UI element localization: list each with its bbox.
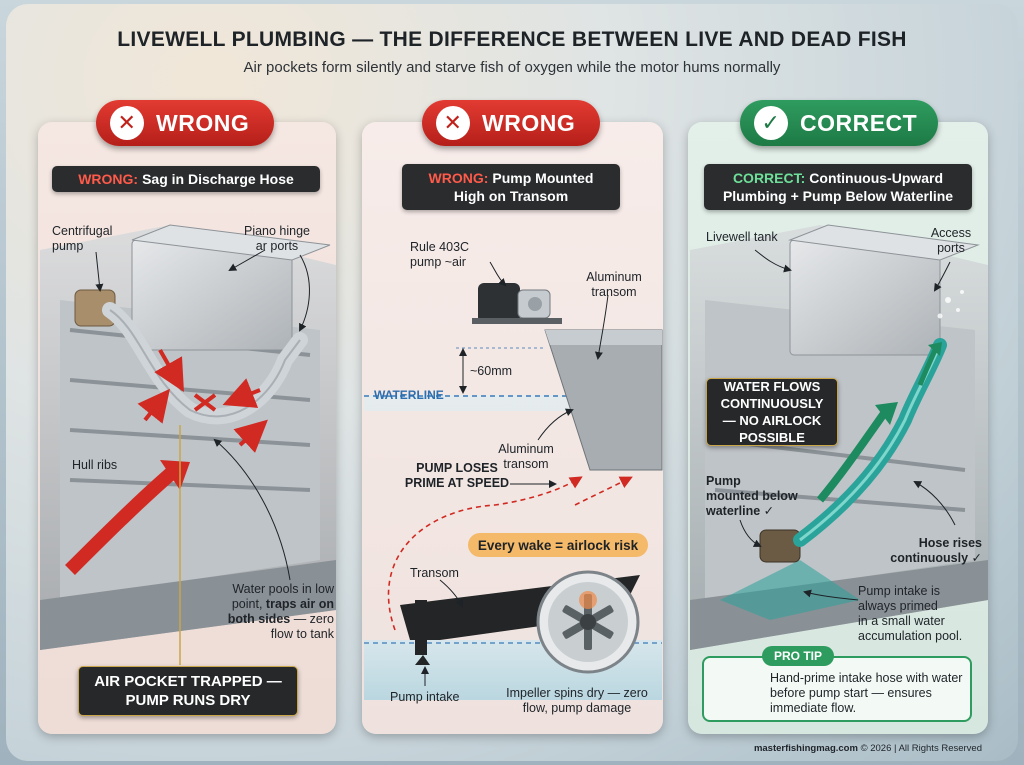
label-hose-rises: Hose rises continuously ✓ [890, 536, 982, 565]
page-subtitle: Air pockets form silently and starve fis… [243, 59, 781, 76]
label-access-ports: Access ports [930, 226, 972, 255]
wrong-badge-2-label: WRONG [482, 109, 576, 136]
wrong-badge-2: ✕ WRONG [422, 100, 600, 146]
label-piano-hinge: Piano hinge ar ports [243, 224, 311, 253]
wake-note: Every wake = airlock risk [468, 533, 648, 557]
label-rule-pump: Rule 403C pump ~air [410, 240, 470, 269]
panel3-boat-scene [690, 224, 988, 650]
check-icon: ✓ [754, 106, 788, 140]
correct-badge: ✓ CORRECT [740, 100, 938, 146]
wrong-badge-1: ✕ WRONG [96, 100, 274, 146]
label-livewell-tank: Livewell tank [706, 230, 778, 244]
panel2-header: WRONG:Pump Mounted High on Transom [402, 164, 620, 210]
panel2-transom-scene [364, 261, 663, 700]
label-loses-prime: PUMP LOSES PRIME AT SPEED [404, 461, 510, 490]
label-aluminum-transom-mid: Aluminum transom [498, 442, 554, 471]
pro-tip-title: PRO TIP [762, 646, 834, 666]
pro-tip-text: Hand-prime intake hose with water before… [770, 671, 963, 715]
panel3-header: CORRECT:Continuous-Upward Plumbing + Pum… [704, 164, 972, 210]
label-waterline: WATERLINE [374, 388, 444, 402]
pro-tip-box [702, 656, 972, 722]
panel1-boat-scene [40, 224, 336, 665]
label-transom: Transom [410, 566, 459, 580]
page-title: LIVEWELL PLUMBING — THE DIFFERENCE BETWE… [117, 28, 907, 51]
label-intake-primed: Pump intake is always primed in a small … [858, 584, 963, 643]
label-pump-below-waterline: Pump mounted below waterline ✓ [706, 474, 798, 518]
wrong-badge-1-label: WRONG [156, 109, 250, 136]
x-icon: ✕ [436, 106, 470, 140]
callout-air-pocket: AIR POCKET TRAPPED — PUMP RUNS DRY [78, 666, 298, 716]
footer-credit: masterfishingmag.com © 2026 | All Rights… [753, 743, 982, 754]
label-gap-60mm: ~60mm [470, 364, 513, 378]
panel1-header: WRONG: Sag in Discharge Hose [52, 166, 320, 192]
label-water-pools: Water pools in low point, traps air on b… [227, 582, 334, 641]
correct-badge-label: CORRECT [800, 109, 918, 136]
label-centrifugal-pump: Centrifugal pump [52, 224, 113, 253]
callout-water-flows: WATER FLOWS CONTINUOUSLY — NO AIRLOCK PO… [706, 378, 838, 446]
label-hull-ribs: Hull ribs [72, 458, 118, 472]
label-aluminum-transom-top: Aluminum transom [586, 270, 642, 299]
label-impeller: Impeller spins dry — zero flow, pump dam… [506, 686, 648, 715]
x-icon: ✕ [110, 106, 144, 140]
label-pump-intake: Pump intake [390, 690, 460, 704]
